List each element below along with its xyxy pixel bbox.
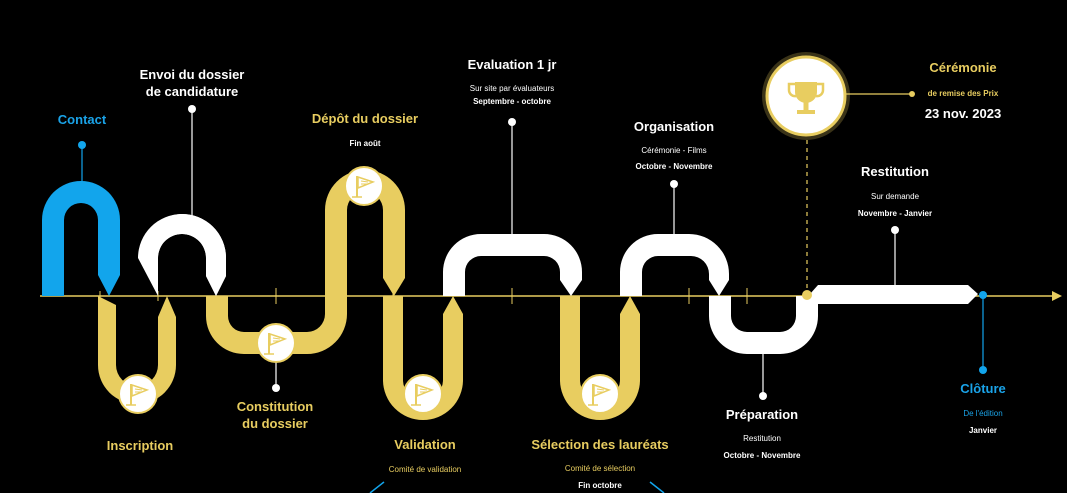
organisation-title: Organisation xyxy=(633,119,715,134)
depot-date: Fin août xyxy=(349,139,381,148)
envoi-title: Envoi du dossier de candidature xyxy=(139,67,245,99)
connectors xyxy=(78,91,987,493)
cloture-title: Clôture xyxy=(960,381,1006,396)
selection-u xyxy=(560,296,640,420)
validation-u xyxy=(383,296,463,420)
flag-icon xyxy=(344,166,384,206)
flag-icon xyxy=(580,374,620,414)
restitution-sub: Sur demande xyxy=(870,192,920,201)
contact-arch xyxy=(42,181,120,296)
selection-date: Fin octobre xyxy=(578,481,622,490)
preparation-sub: Restitution xyxy=(743,434,781,443)
evaluation-title: Evaluation 1 jr xyxy=(467,57,557,72)
inscription-title: Inscription xyxy=(106,438,174,453)
validation-sub: Comité de validation xyxy=(388,465,462,474)
inscription-u xyxy=(98,296,176,404)
cloture-axis-dot xyxy=(979,291,987,299)
timeline-arrowhead xyxy=(1052,291,1062,301)
selection-sub: Comité de sélection xyxy=(564,464,636,473)
restitution-date: Novembre - Janvier xyxy=(857,209,933,218)
ceremonie-axis-dot xyxy=(802,290,812,300)
evaluation-arch xyxy=(443,234,582,296)
contact-title: Contact xyxy=(57,112,107,127)
preparation-u xyxy=(709,296,818,354)
flag-icon xyxy=(118,374,158,414)
flag-icon xyxy=(256,323,296,363)
depot-arch xyxy=(325,170,405,296)
preparation-date: Octobre - Novembre xyxy=(723,451,801,460)
evaluation-date: Septembre - octobre xyxy=(473,97,551,106)
validation-title: Validation xyxy=(394,437,456,452)
flag-icon xyxy=(403,374,443,414)
preparation-title: Préparation xyxy=(725,407,799,422)
restitution-title: Restitution xyxy=(861,164,929,179)
organisation-sub: Cérémonie - Films xyxy=(641,146,707,155)
restitution-bar xyxy=(810,285,978,304)
ceremonie-title: Cérémonie xyxy=(929,60,997,75)
constitution-title: Constitution du dossier xyxy=(236,399,314,431)
ceremonie-sub: de remise des Prix xyxy=(927,89,999,98)
depot-title: Dépôt du dossier xyxy=(311,111,419,126)
cloture-sub: De l'édition xyxy=(963,409,1003,418)
trophy-badge xyxy=(762,52,850,140)
cloture-date: Janvier xyxy=(968,426,998,435)
trophy-icon xyxy=(787,82,825,114)
ceremonie-date: 23 nov. 2023 xyxy=(924,106,1002,121)
organisation-date: Octobre - Novembre xyxy=(635,162,713,171)
organisation-arch xyxy=(620,234,729,296)
evaluation-sub: Sur site par évaluateurs xyxy=(469,84,555,93)
constitution-u xyxy=(206,296,347,354)
selection-title: Sélection des lauréats xyxy=(531,437,669,452)
